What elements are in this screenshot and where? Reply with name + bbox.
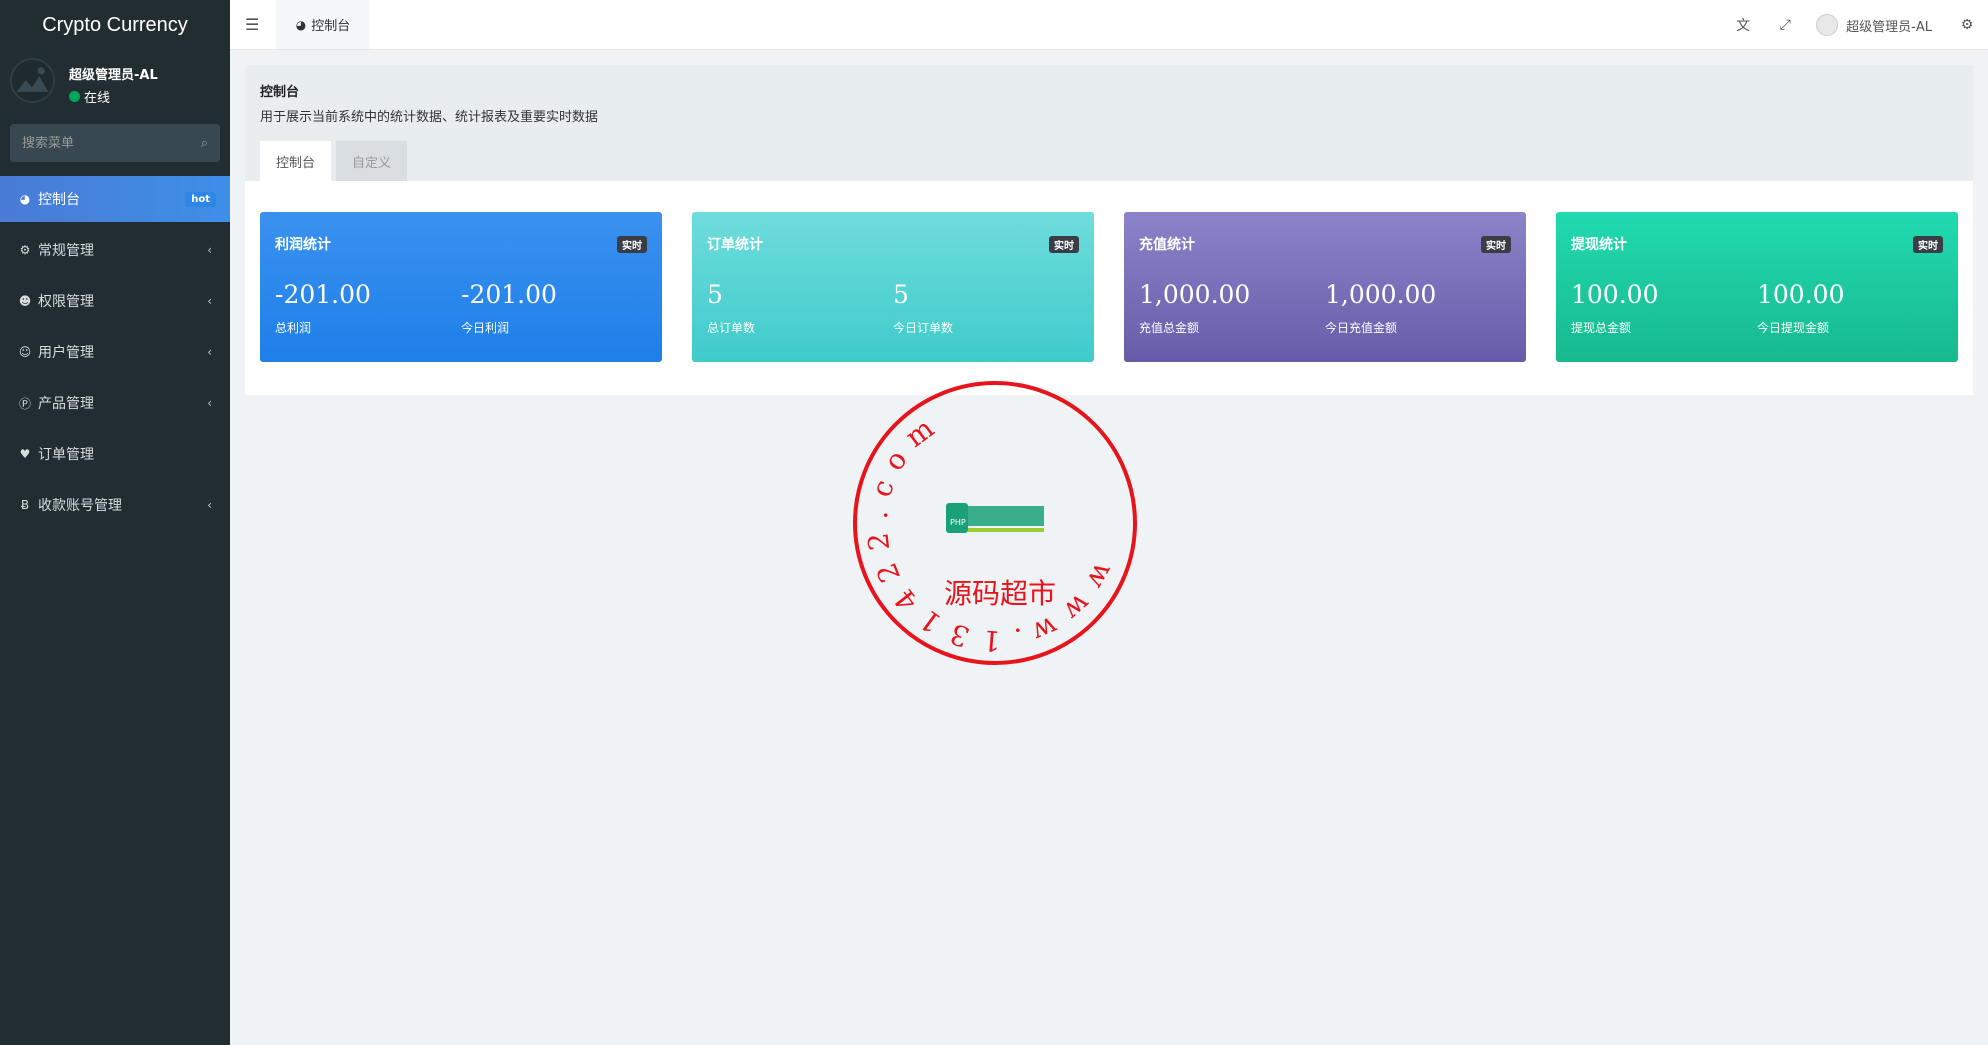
header-user-menu[interactable]: 超级管理员-AL — [1816, 14, 1932, 36]
sidebar-item-label: 用户管理 — [38, 345, 94, 361]
sidebar-item-label: 订单管理 — [38, 447, 94, 463]
today-recharge-label: 今日充值金额 — [1325, 321, 1398, 335]
panel-tabs: 控制台 自定义 — [260, 141, 412, 181]
today-profit-label: 今日利润 — [461, 321, 510, 335]
fullscreen-icon[interactable]: ⤢ — [1779, 17, 1791, 33]
withdraw-stat-card: 提现统计 实时 100.00 提现总金额 100.00 今日提现金额 — [1556, 212, 1958, 362]
dashboard-icon: ◕ — [295, 17, 307, 32]
chevron-left-icon: ‹ — [207, 243, 212, 257]
today-recharge-value: 1,000.00 — [1325, 280, 1437, 309]
realtime-badge: 实时 — [1913, 236, 1943, 253]
total-withdraw-value: 100.00 — [1571, 280, 1659, 309]
watermark-stamp: www.131422.com PHP 源码超市 — [850, 381, 1140, 668]
tab-dashboard[interactable]: 控制台 — [260, 141, 332, 181]
today-withdraw-label: 今日提现金额 — [1757, 321, 1830, 335]
sidebar-item-products[interactable]: Ⓟ 产品管理 ‹ — [0, 380, 230, 426]
card-title: 订单统计 — [707, 237, 763, 253]
sidebar-item-permissions[interactable]: ☻ 权限管理 ‹ — [0, 278, 230, 324]
total-recharge-label: 充值总金额 — [1139, 321, 1200, 335]
top-header: ☰ ◕ 控制台 文 ⤢ 超级管理员-AL ⚙ — [230, 0, 1988, 50]
tab-label: 控制台 — [311, 19, 351, 34]
search-icon[interactable]: ⌕ — [200, 135, 208, 151]
hot-badge: hot — [185, 191, 216, 207]
gears-icon: ⚙ — [19, 243, 31, 257]
chevron-left-icon: ‹ — [207, 345, 212, 359]
total-withdraw-label: 提现总金额 — [1571, 321, 1632, 335]
sidebar-menu: ◕ 控制台 hot ⚙ 常规管理 ‹ ☻ 权限管理 ‹ ☺ 用户管理 ‹ Ⓟ 产… — [0, 176, 230, 533]
page-description: 用于展示当前系统中的统计数据、统计报表及重要实时数据 — [260, 110, 599, 125]
menu-toggle-icon[interactable]: ☰ — [245, 15, 260, 34]
realtime-badge: 实时 — [1481, 236, 1511, 253]
sidebar-item-label: 控制台 — [38, 192, 80, 208]
page-title: 控制台 — [260, 85, 300, 100]
header-actions: 文 ⤢ 超级管理员-AL ⚙ — [1722, 0, 1988, 50]
user-status: 在线 — [69, 87, 110, 106]
dashboard-icon: ◕ — [19, 192, 31, 206]
sidebar-item-label: 产品管理 — [38, 396, 94, 412]
today-orders-label: 今日订单数 — [893, 321, 954, 335]
panel-header: 控制台 用于展示当前系统中的统计数据、统计报表及重要实时数据 — [245, 65, 1973, 181]
users-icon: ☻ — [18, 294, 32, 308]
menu-search: ⌕ — [10, 124, 220, 162]
total-recharge-value: 1,000.00 — [1139, 280, 1251, 309]
bitcoin-icon: Ƀ — [20, 498, 30, 512]
user-status-text: 在线 — [84, 91, 111, 106]
card-title: 提现统计 — [1571, 237, 1627, 253]
total-profit-label: 总利润 — [275, 321, 312, 335]
chevron-left-icon: ‹ — [207, 294, 212, 308]
realtime-badge: 实时 — [617, 236, 647, 253]
sidebar-item-users[interactable]: ☺ 用户管理 ‹ — [0, 329, 230, 375]
card-title: 充值统计 — [1139, 237, 1195, 253]
user-panel: 超级管理员-AL 在线 — [0, 50, 230, 116]
product-icon: Ⓟ — [18, 396, 31, 411]
header-user-name: 超级管理员-AL — [1846, 19, 1932, 35]
avatar-image-icon — [12, 60, 53, 101]
tab-custom[interactable]: 自定义 — [336, 141, 408, 181]
app-logo[interactable]: Crypto Currency — [0, 0, 230, 50]
order-stat-card: 订单统计 实时 5 总订单数 5 今日订单数 — [692, 212, 1094, 362]
heartbeat-icon: ♥ — [19, 447, 31, 461]
sidebar: Crypto Currency 超级管理员-AL 在线 ⌕ ◕ 控制台 hot … — [0, 0, 230, 1045]
online-dot-icon — [69, 91, 80, 102]
avatar — [10, 58, 55, 103]
svg-text:PHP: PHP — [950, 518, 966, 527]
recharge-stat-card: 充值统计 实时 1,000.00 充值总金额 1,000.00 今日充值金额 — [1124, 212, 1526, 362]
gears-icon[interactable]: ⚙ — [1960, 17, 1974, 33]
watermark-logo-icon: PHP — [946, 503, 1044, 533]
language-icon[interactable]: 文 — [1736, 18, 1751, 34]
sidebar-item-label: 收款账号管理 — [38, 498, 122, 514]
sidebar-item-dashboard[interactable]: ◕ 控制台 hot — [0, 176, 230, 222]
chevron-left-icon: ‹ — [207, 396, 212, 410]
sidebar-item-accounts[interactable]: Ƀ 收款账号管理 ‹ — [0, 482, 230, 528]
avatar — [1816, 14, 1839, 36]
sidebar-item-orders[interactable]: ♥ 订单管理 — [0, 431, 230, 477]
today-orders-value: 5 — [893, 280, 909, 309]
sidebar-item-label: 常规管理 — [38, 243, 94, 259]
today-profit-value: -201.00 — [461, 280, 557, 309]
sidebar-item-general[interactable]: ⚙ 常规管理 ‹ — [0, 227, 230, 273]
user-circle-icon: ☺ — [18, 345, 32, 359]
card-title: 利润统计 — [275, 237, 331, 253]
total-profit-value: -201.00 — [275, 280, 371, 309]
dashboard-panel: 控制台 用于展示当前系统中的统计数据、统计报表及重要实时数据 控制台 自定义 利… — [245, 65, 1973, 395]
realtime-badge: 实时 — [1049, 236, 1079, 253]
stat-cards: 利润统计 实时 -201.00 总利润 -201.00 今日利润 订单统计 实时… — [260, 212, 1958, 362]
profit-stat-card: 利润统计 实时 -201.00 总利润 -201.00 今日利润 — [260, 212, 662, 362]
today-withdraw-value: 100.00 — [1757, 280, 1845, 309]
user-name: 超级管理员-AL — [69, 68, 158, 83]
tab-dashboard[interactable]: ◕ 控制台 — [276, 0, 370, 49]
watermark-center-text: 源码超市 — [944, 577, 1056, 610]
total-orders-value: 5 — [707, 280, 723, 309]
total-orders-label: 总订单数 — [707, 321, 756, 335]
chevron-left-icon: ‹ — [207, 498, 212, 512]
menu-search-input[interactable] — [22, 135, 201, 151]
sidebar-item-label: 权限管理 — [38, 294, 94, 310]
